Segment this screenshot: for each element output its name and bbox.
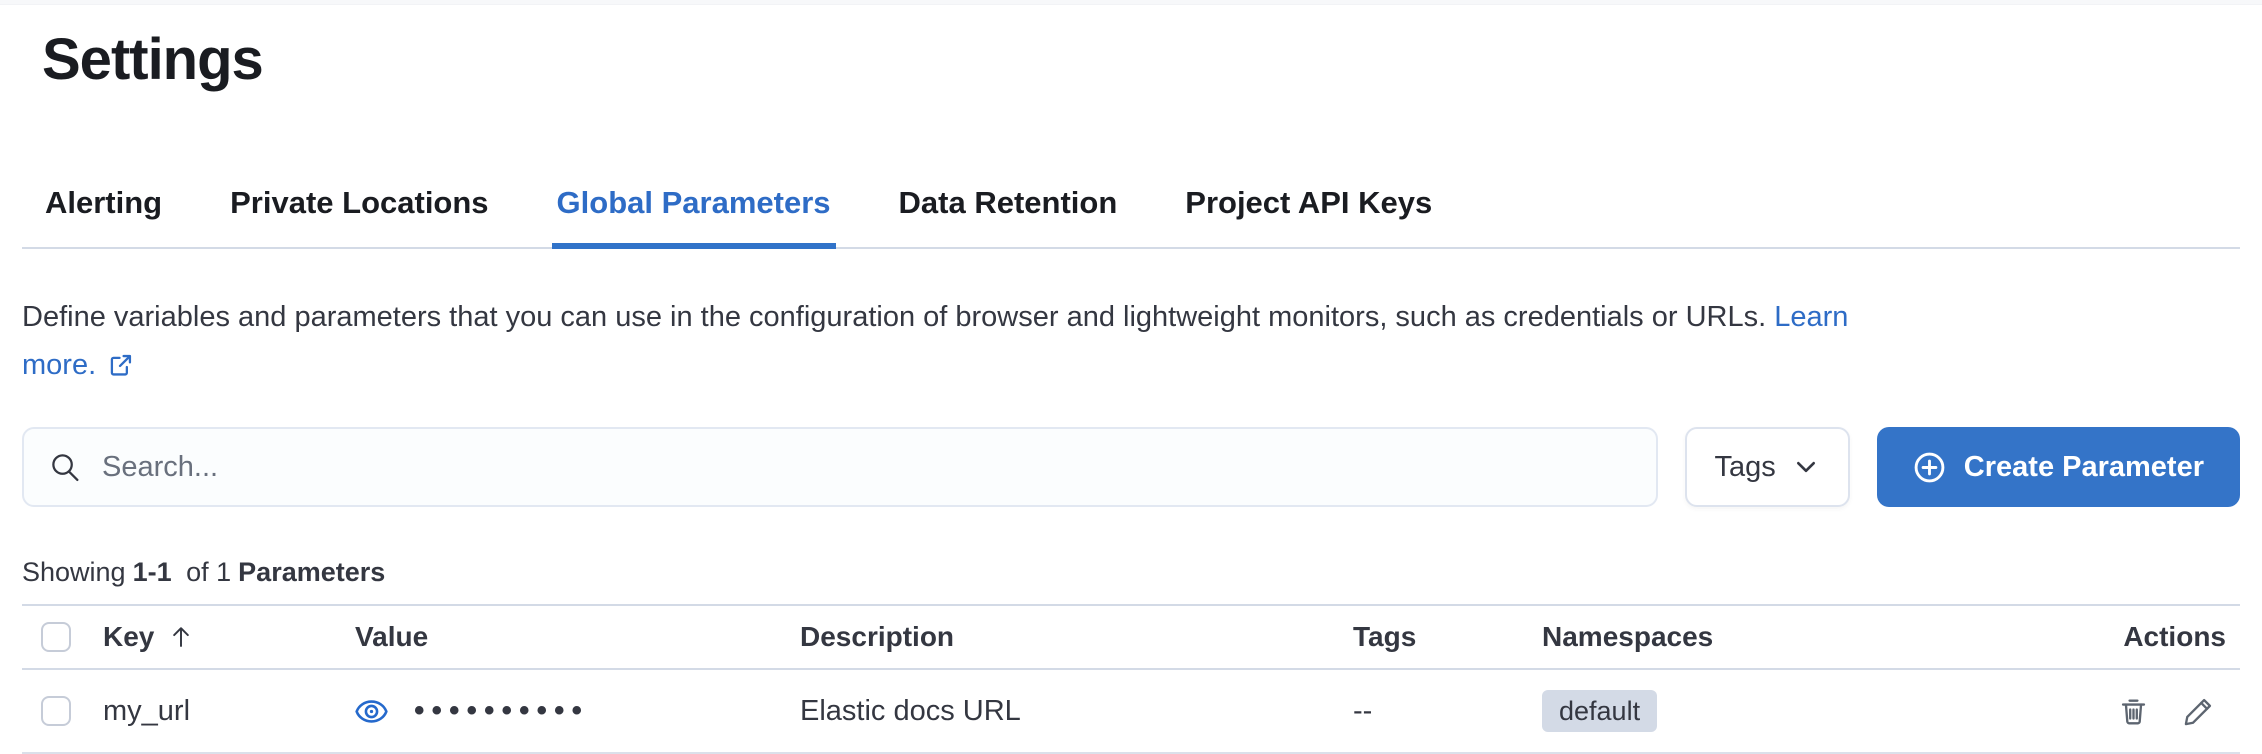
page-description: Define variables and parameters that you… xyxy=(22,293,2162,389)
external-link-icon xyxy=(108,352,134,378)
masked-value: •••••••••• xyxy=(414,694,590,727)
header-key: Key xyxy=(103,621,355,653)
search-placeholder: Search... xyxy=(102,450,219,483)
row-tags-cell: -- xyxy=(1353,694,1373,727)
plus-in-circle-icon xyxy=(1913,451,1946,484)
key-sort-control[interactable]: Key xyxy=(103,621,194,653)
header-tags: Tags xyxy=(1353,621,1417,652)
page-title: Settings xyxy=(42,27,264,92)
create-parameter-label: Create Parameter xyxy=(1963,450,2204,483)
header-actions: Actions xyxy=(2123,621,2226,652)
row-description-cell: Elastic docs URL xyxy=(800,694,1021,727)
tab-data-retention[interactable]: Data Retention xyxy=(898,185,1118,220)
settings-page: Settings Alerting Private Locations Glob… xyxy=(0,27,2262,754)
select-all-checkbox[interactable] xyxy=(41,622,71,652)
header-checkbox-cell xyxy=(22,622,103,652)
tab-private-locations[interactable]: Private Locations xyxy=(230,185,489,220)
row-value-cell: •••••••••• xyxy=(355,694,800,728)
row-checkbox[interactable] xyxy=(41,696,71,726)
header-description: Description xyxy=(800,621,955,652)
settings-tabs: Alerting Private Locations Global Parame… xyxy=(22,185,2240,249)
edit-pencil-icon[interactable] xyxy=(2183,696,2214,727)
window-top-edge xyxy=(0,0,2262,5)
header-value: Value xyxy=(355,621,429,652)
table-header-row: Key Value Description Tags Namespaces Ac… xyxy=(22,604,2240,670)
learn-more-link[interactable]: Learn xyxy=(1774,301,1849,333)
row-key-cell: my_url xyxy=(103,694,191,727)
eye-icon[interactable] xyxy=(355,695,388,728)
tab-project-api-keys[interactable]: Project API Keys xyxy=(1185,185,1433,220)
sort-ascending-arrow-icon xyxy=(168,624,194,650)
description-line-1: Define variables and parameters that you… xyxy=(22,293,2162,341)
create-parameter-button[interactable]: Create Parameter xyxy=(1876,427,2240,507)
tags-filter-label: Tags xyxy=(1714,450,1776,483)
header-namespaces: Namespaces xyxy=(1542,621,1714,652)
tab-alerting[interactable]: Alerting xyxy=(45,185,163,220)
namespace-badge: default xyxy=(1542,690,1658,732)
chevron-down-icon xyxy=(1792,453,1820,481)
row-checkbox-cell xyxy=(22,696,103,726)
summary-range: 1-1 xyxy=(132,557,172,587)
row-actions-cell xyxy=(2000,696,2240,727)
tags-filter-button[interactable]: Tags xyxy=(1684,427,1850,507)
learn-more-link-continued[interactable]: more. xyxy=(22,349,97,381)
summary-entity: Parameters xyxy=(238,557,386,587)
search-icon xyxy=(50,452,80,482)
description-line-2: more. xyxy=(22,341,2162,389)
search-input[interactable]: Search... xyxy=(22,427,1658,507)
parameters-toolbar: Search... Tags Create Parameter xyxy=(22,427,2240,507)
description-text: Define variables and parameters that you… xyxy=(22,301,1767,333)
parameters-table: Key Value Description Tags Namespaces Ac… xyxy=(22,604,2240,754)
summary-of: of 1 xyxy=(186,557,232,587)
delete-trash-icon[interactable] xyxy=(2118,696,2149,727)
summary-showing: Showing xyxy=(22,557,126,587)
tab-global-parameters[interactable]: Global Parameters xyxy=(551,185,836,249)
row-namespaces-cell: default xyxy=(1542,690,2000,732)
table-row: my_url •••••••••• Elastic docs URL -- de… xyxy=(22,670,2240,754)
